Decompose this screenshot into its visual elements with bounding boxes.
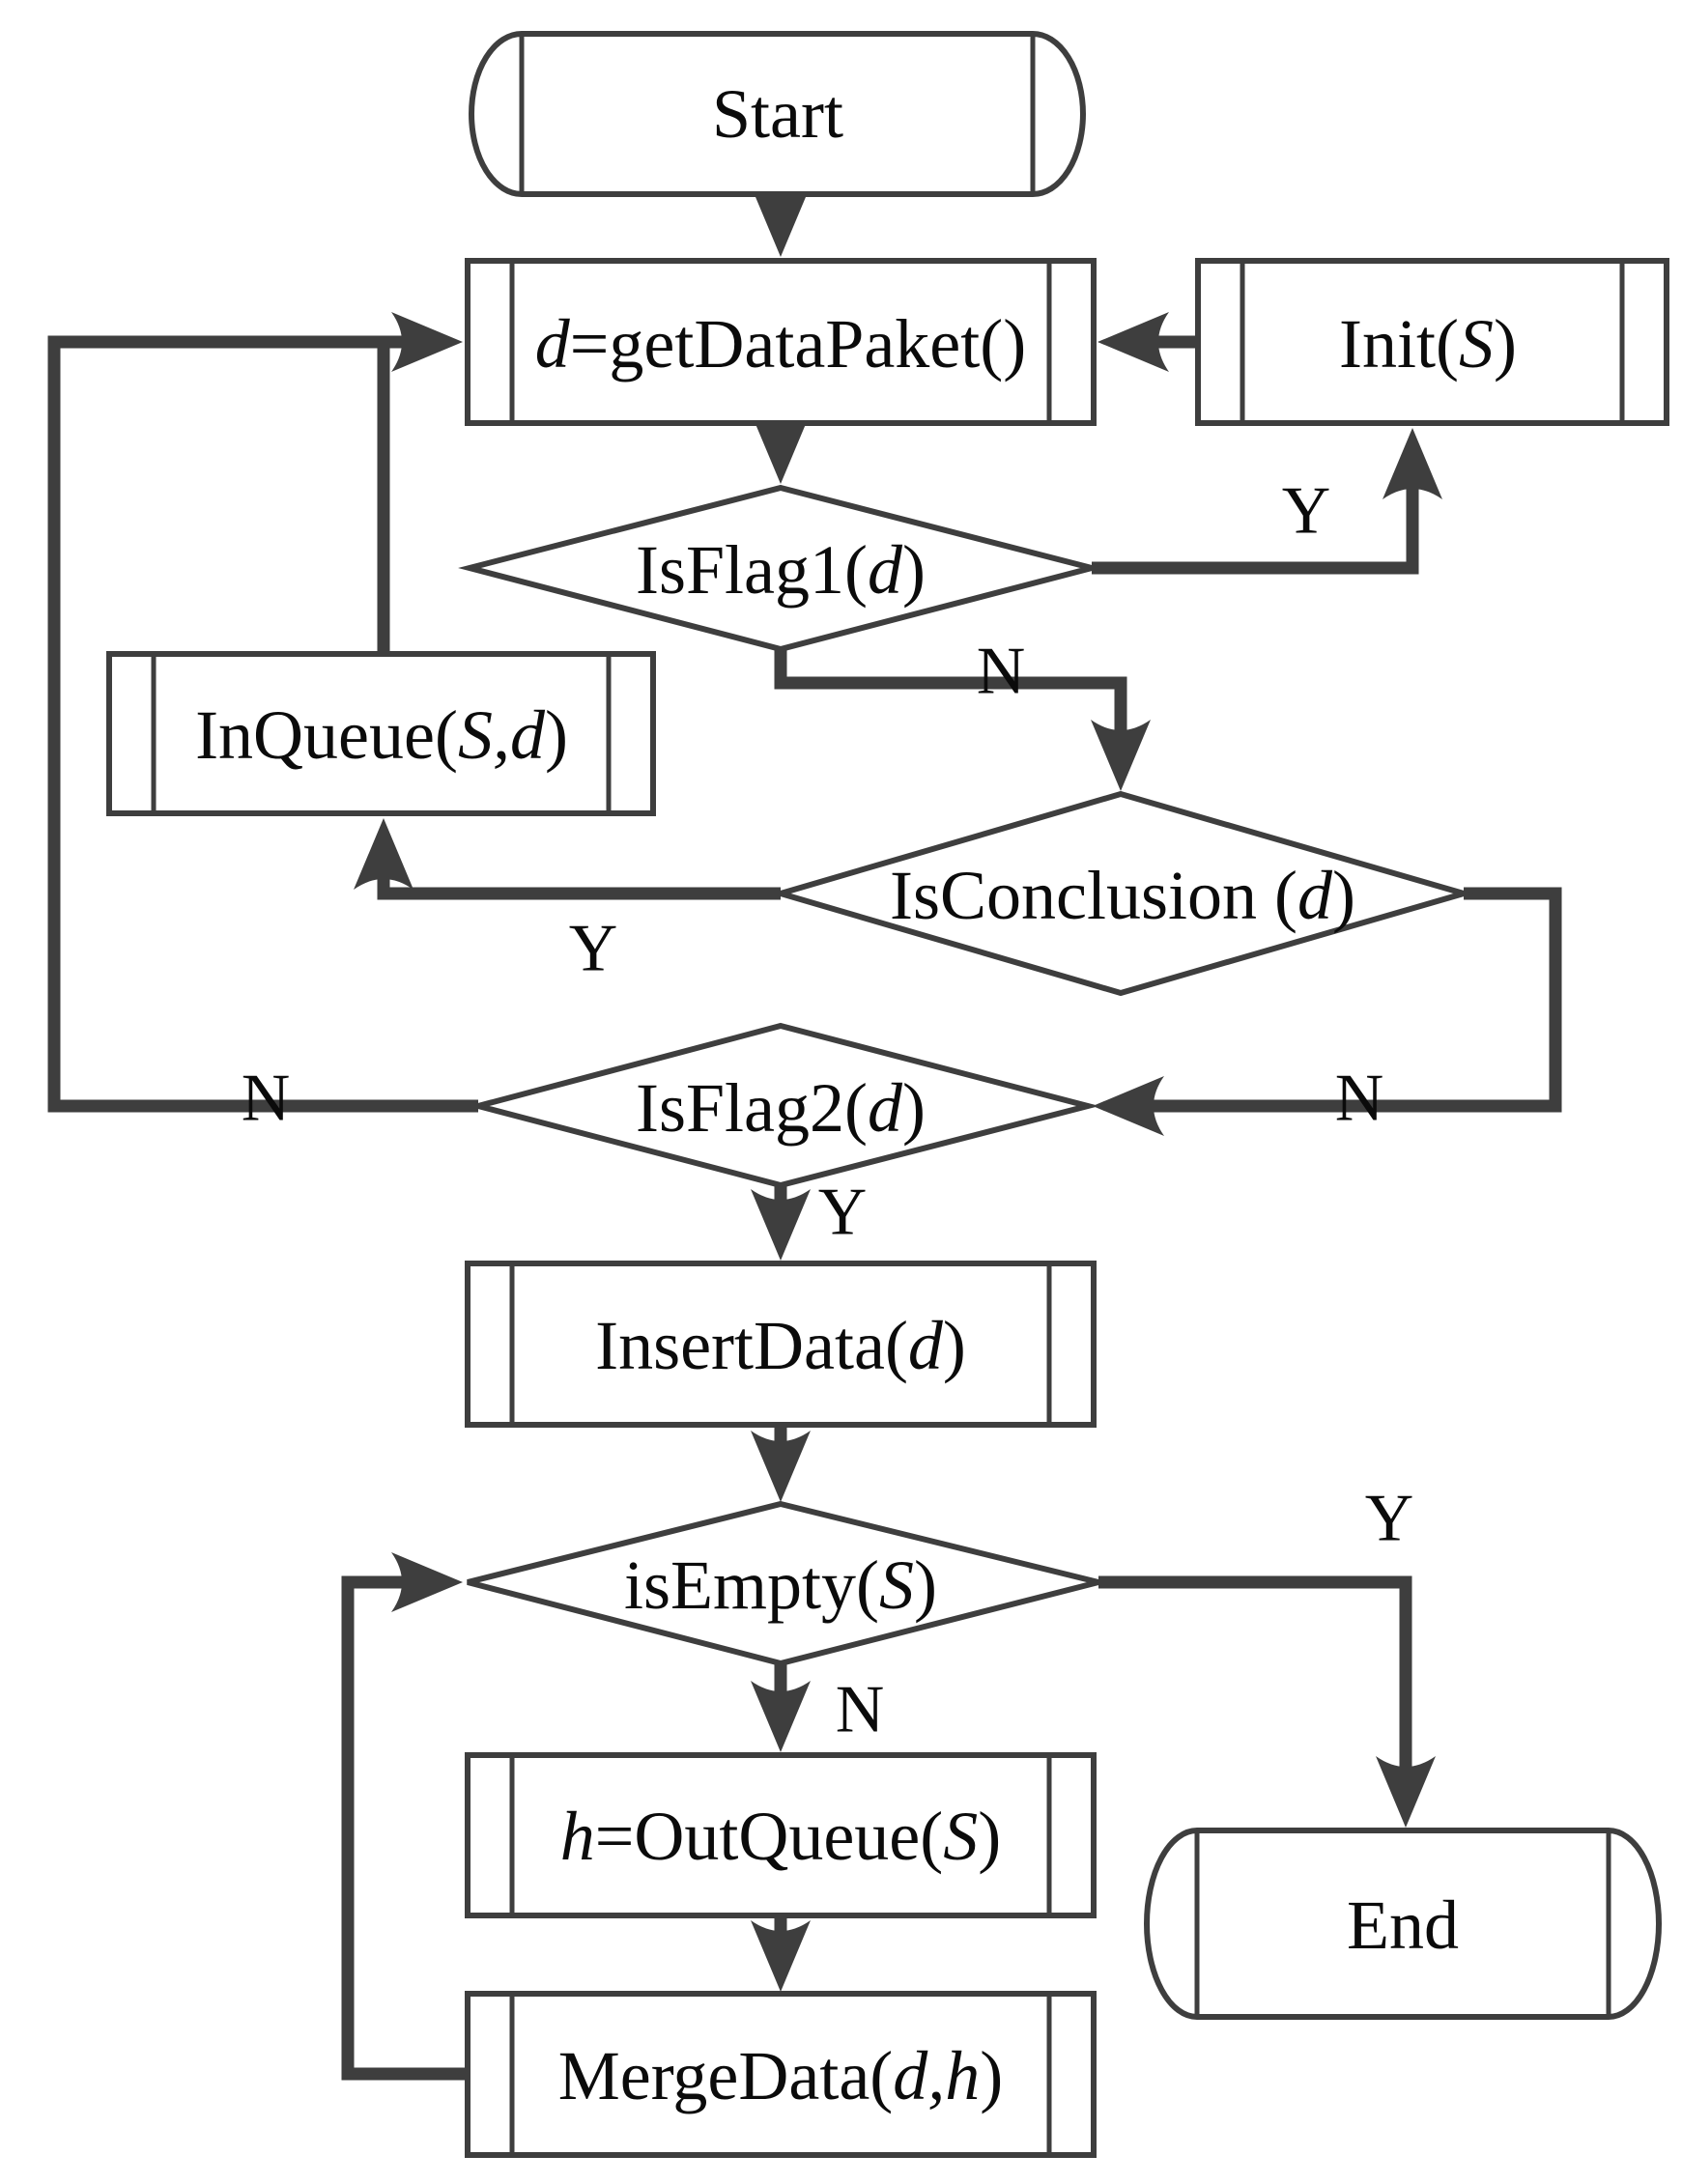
node-in-queue-label: InQueue(S,d) [195,696,568,774]
arrowhead-down-icon [751,1431,811,1502]
predefined-process-shape [465,258,1097,426]
node-init: Init(S) [1195,258,1669,426]
node-get-data-paket: d=getDataPaket() [465,258,1097,426]
arrowhead-down-icon [751,185,811,257]
node-is-empty-label: isEmpty(S) [624,1546,937,1624]
arrowhead-up-icon [354,818,413,890]
edge-isconclusion-no-to-isflag2 [1093,887,1562,1136]
node-out-queue-label: h=OutQueue(S) [560,1798,1001,1875]
node-get-data-paket-label: d=getDataPaket() [535,305,1026,383]
node-merge-data-label: MergeData(d,h) [558,2037,1003,2114]
edge-outqueue-to-mergedata [751,1915,811,1992]
node-start: Start [469,31,1086,197]
edge-label-flag2-no: N [242,1062,291,1136]
node-init-label: Init(S) [1339,305,1517,383]
decision-shape [458,484,1103,653]
node-is-flag1-label: IsFlag1(d) [636,531,926,609]
arrowhead-down-icon [1376,1756,1436,1828]
predefined-process-shape [1195,258,1669,426]
edge-mergedata-loop-to-isempty [341,1552,468,2081]
edge-isflag2-no-loop-to-getdata [47,312,478,1113]
decision-shape [467,1500,1099,1667]
node-merge-data: MergeData(d,h) [465,1991,1097,2158]
edge-label-conclusion-yes: Y [569,912,618,986]
edge-label-empty-yes: Y [1365,1482,1414,1556]
predefined-process-shape [106,651,656,816]
edge-insertdata-to-isempty [751,1425,811,1502]
edge-label-conclusion-no: N [1335,1062,1384,1136]
edge-isflag1-no-to-isconclusion [774,649,1151,791]
node-is-flag2-label: IsFlag2(d) [636,1069,926,1147]
edge-init-to-getdata [1098,312,1198,372]
node-out-queue: h=OutQueue(S) [465,1752,1097,1918]
predefined-process-shape [465,1991,1097,2158]
predefined-process-shape [465,1261,1097,1428]
node-is-empty: isEmpty(S) [467,1500,1099,1667]
edge-isempty-no-to-outqueue [751,1663,811,1752]
arrowhead-down-icon [751,412,811,484]
edge-isflag1-yes-to-init [1092,428,1442,575]
node-insert-data: InsertData(d) [465,1261,1097,1428]
edge-label-empty-no: N [836,1673,885,1747]
arrowhead-down-icon [1091,720,1151,791]
arrowhead-right-icon [391,1552,463,1612]
arrowhead-right-icon [391,312,463,372]
node-end-label: End [1347,1886,1459,1964]
decision-shape [770,790,1474,997]
edge-label-flag1-no: N [977,635,1026,709]
predefined-process-shape [465,1752,1097,1918]
node-insert-data-label: InsertData(d) [595,1307,966,1384]
node-end: End [1144,1828,1662,2020]
arrowhead-down-icon [751,1189,811,1261]
node-in-queue: InQueue(S,d) [106,651,656,816]
node-is-flag1: IsFlag1(d) [458,484,1103,653]
edge-isconclusion-yes-to-inqueue [354,818,781,900]
edge-label-flag2-yes: Y [818,1176,868,1250]
arrowhead-left-icon [1098,312,1169,372]
node-is-conclusion: IsConclusion (d) [770,790,1474,997]
arrowhead-left-icon [1093,1076,1164,1136]
node-is-conclusion-label: IsConclusion (d) [890,857,1355,934]
arrowhead-up-icon [1383,428,1442,499]
node-start-label: Start [712,75,843,153]
decision-shape [467,1022,1099,1189]
edge-isflag2-yes-to-insertdata [751,1185,811,1261]
arrowhead-down-icon [751,1681,811,1752]
edge-isempty-yes-to-end [1098,1575,1436,1828]
arrowhead-down-icon [751,1920,811,1992]
edge-label-flag1-yes: Y [1282,474,1331,549]
node-is-flag2: IsFlag2(d) [467,1022,1099,1189]
